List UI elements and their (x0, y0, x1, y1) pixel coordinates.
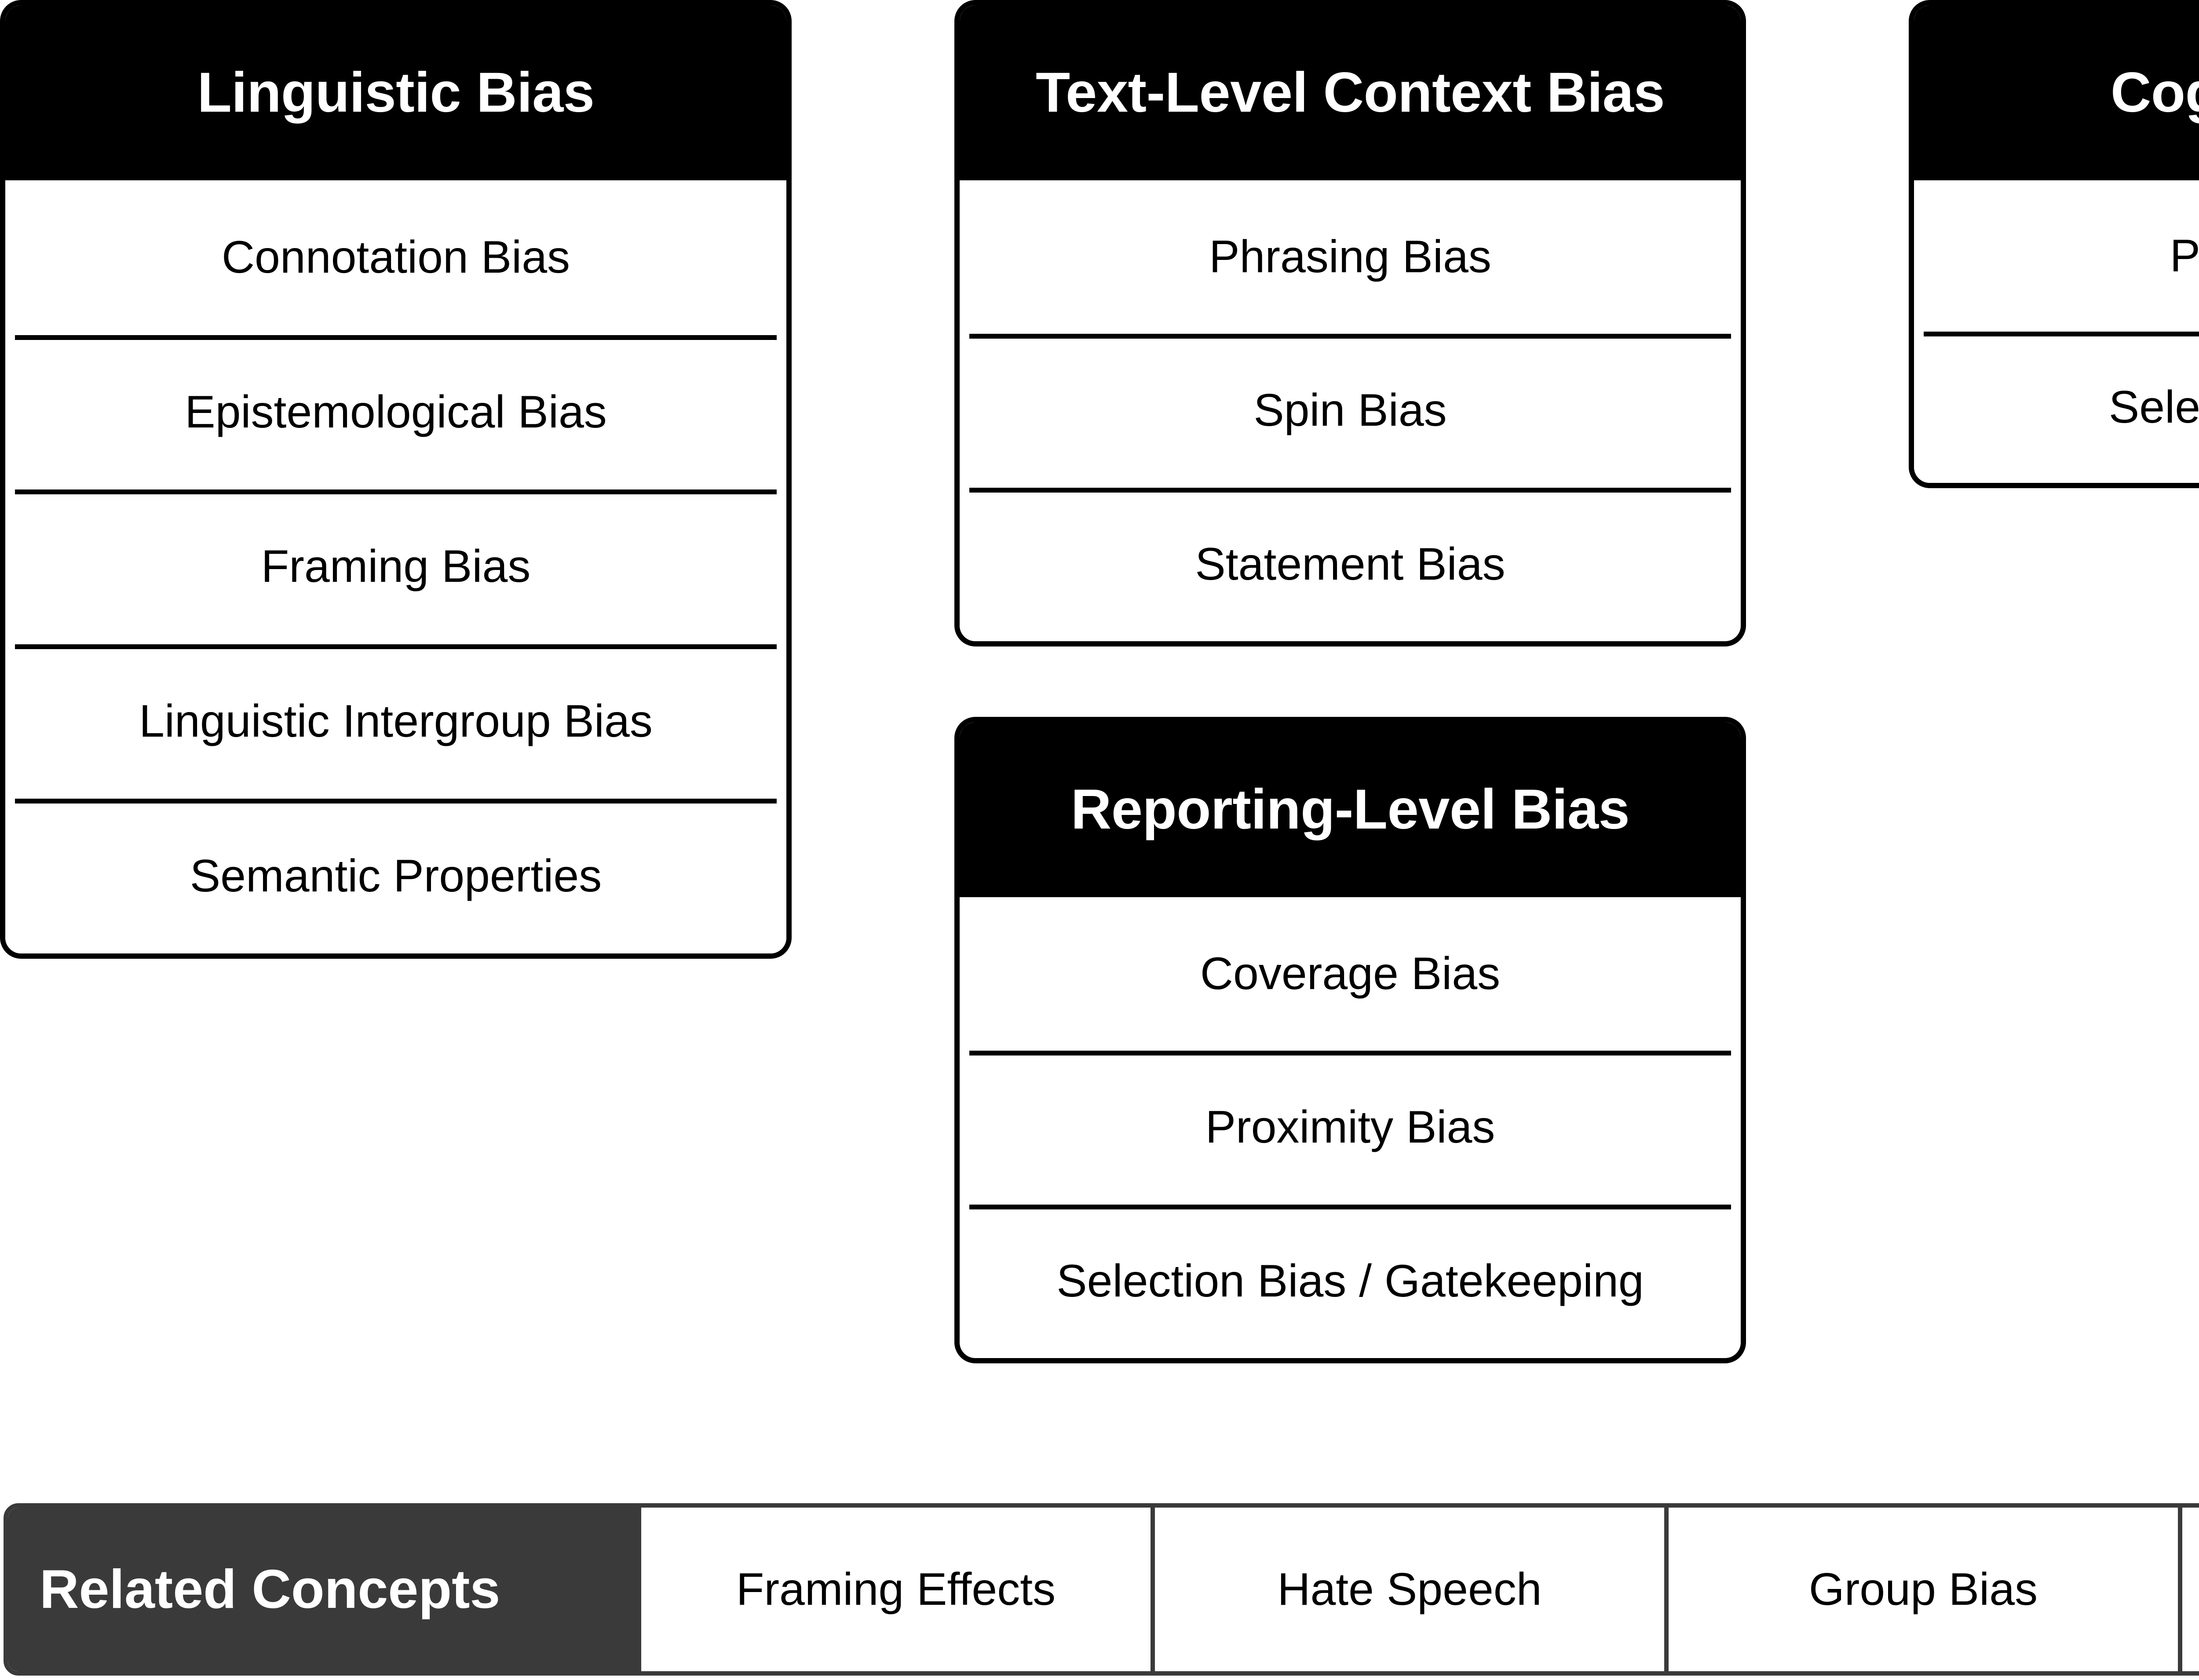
list-item[interactable]: Selection Bias / Gatekeeping (960, 1204, 1741, 1358)
list-item[interactable]: Connotation Bias (221, 232, 570, 283)
list-item[interactable]: Spin Bias (960, 334, 1741, 487)
related-concept-item[interactable]: Group Bias (1664, 1508, 2178, 1671)
card-header-linguistic-bias: Linguistic Bias (5, 5, 786, 180)
list-item[interactable]: Framing Bias (5, 489, 786, 644)
related-concepts-label: Related Concepts (8, 1508, 637, 1671)
list-item[interactable]: Proximity Bias (960, 1051, 1741, 1204)
list-item[interactable]: Coverage Bias (1200, 948, 1501, 1000)
card-body-text-level-context-bias: Phrasing Bias Spin Bias Statement Bias (960, 180, 1741, 641)
card-body-cognitive-bias: Partisan Bias Selective Exposure (1914, 180, 2199, 483)
list-item[interactable]: Epistemological Bias (5, 335, 786, 490)
related-concept-item[interactable]: Sentiment Analysis (2178, 1508, 2199, 1671)
card-header-reporting-level-bias: Reporting-Level Bias (960, 722, 1741, 897)
list-item[interactable]: Selective Exposure (1914, 332, 2199, 483)
list-item[interactable]: Statement Bias (960, 487, 1741, 641)
card-title-linguistic-bias: Linguistic Bias (197, 61, 595, 124)
card-title-reporting-level-bias: Reporting-Level Bias (1070, 778, 1630, 841)
card-header-text-level-context-bias: Text-Level Context Bias (960, 5, 1741, 180)
card-title-text-level-context-bias: Text-Level Context Bias (1035, 61, 1665, 124)
list-item[interactable]: Semantic Properties (5, 799, 786, 953)
card-header-cognitive-bias: Cognitive Bias (1914, 5, 2199, 180)
card-reporting-level-bias: Reporting-Level Bias Coverage Bias Proxi… (954, 717, 1746, 1363)
card-title-cognitive-bias: Cognitive Bias (2110, 61, 2199, 124)
list-item[interactable]: Partisan Bias (2170, 230, 2199, 281)
list-item[interactable]: Linguistic Intergroup Bias (5, 644, 786, 799)
related-concept-item[interactable]: Framing Effects (637, 1508, 1151, 1671)
card-body-reporting-level-bias: Coverage Bias Proximity Bias Selection B… (960, 897, 1741, 1358)
card-cognitive-bias: Cognitive Bias Partisan Bias Selective E… (1909, 0, 2199, 488)
related-concept-item[interactable]: Hate Speech (1151, 1508, 1664, 1671)
list-item[interactable]: Phrasing Bias (1209, 231, 1491, 283)
related-concepts-strip: Related Concepts Framing Effects Hate Sp… (4, 1503, 2199, 1676)
card-body-linguistic-bias: Connotation Bias Epistemological Bias Fr… (5, 180, 786, 953)
card-text-level-context-bias: Text-Level Context Bias Phrasing Bias Sp… (954, 0, 1746, 646)
card-linguistic-bias: Linguistic Bias Connotation Bias Epistem… (0, 0, 792, 959)
